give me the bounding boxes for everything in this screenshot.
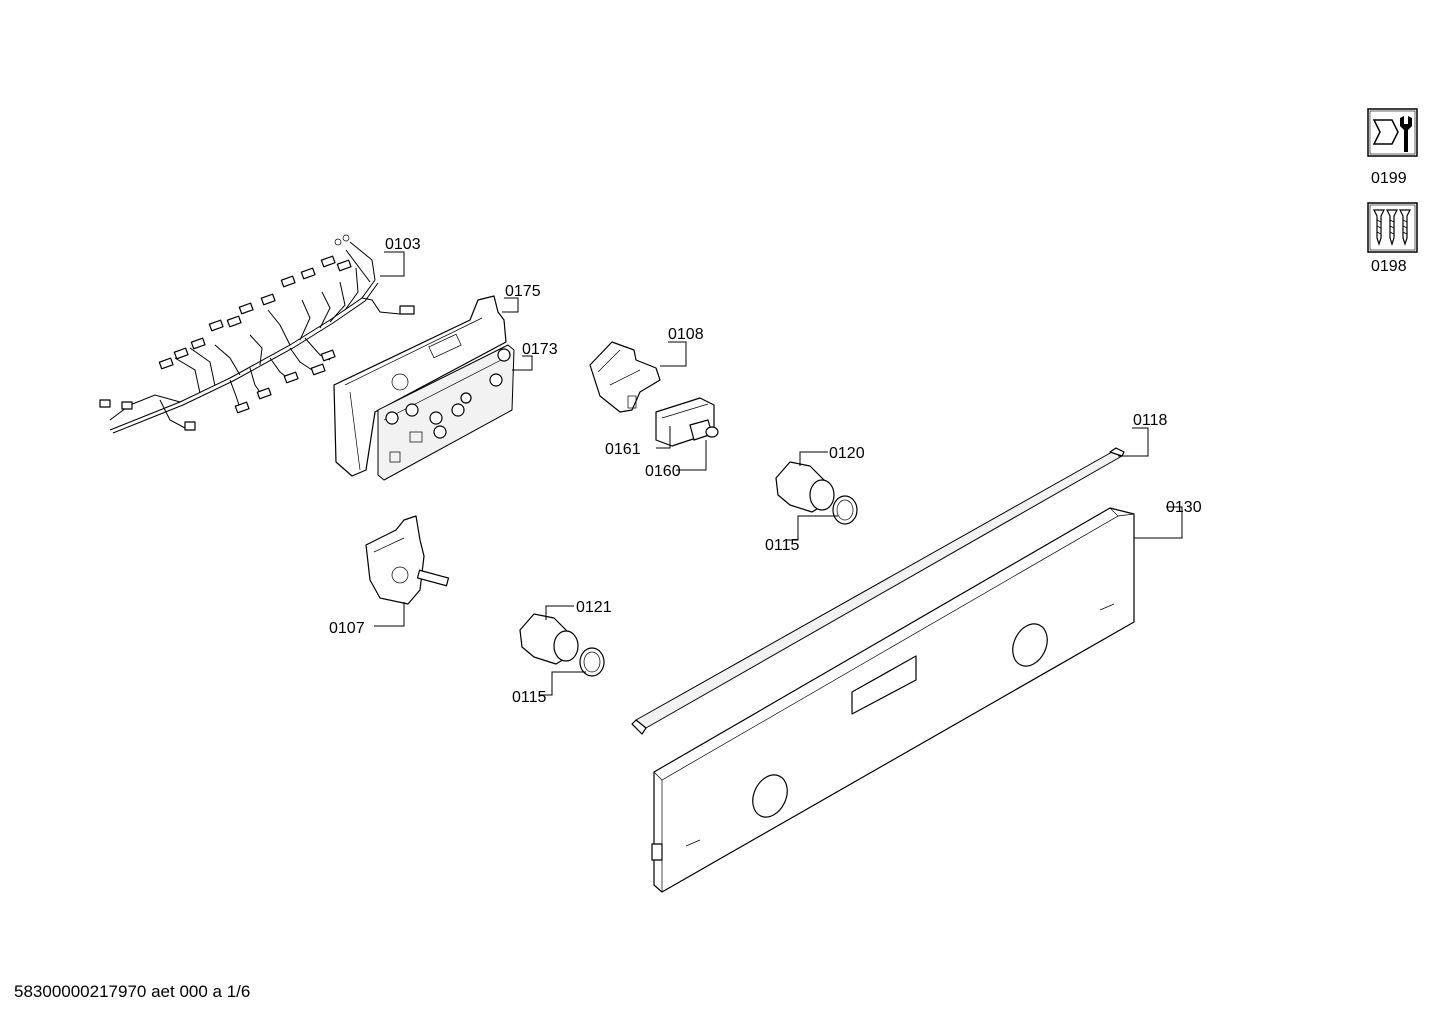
document-reference: 58300000217970 aet 000 a 1/6 [14,982,251,1001]
label-0175: 0175 [505,283,541,300]
label-0107: 0107 [329,620,365,637]
knob-housing-0120 [775,461,858,525]
label-0108: 0108 [668,326,704,343]
label-0130: 0130 [1166,499,1202,516]
wiring-harness [99,234,415,434]
label-0120: 0120 [829,445,865,462]
selector-switch [365,515,450,605]
knob-housing-0121 [519,613,605,677]
label-0115-lower: 0115 [512,689,547,706]
leader-lines [374,251,1183,696]
label-0103: 0103 [385,236,421,253]
label-0115-upper: 0115 [765,537,800,554]
switch-holder [589,341,661,413]
label-0118: 0118 [1133,412,1168,429]
control-board [377,344,515,481]
control-panel-fascia [651,507,1135,893]
label-0198: 0198 [1371,258,1407,275]
switch-small [655,397,719,447]
label-0173: 0173 [522,341,558,358]
label-0160: 0160 [645,463,681,480]
screws-icon [1367,202,1418,253]
label-0161: 0161 [605,441,641,458]
label-0121: 0121 [576,599,612,616]
control-module-bracket [333,295,507,477]
label-0199: 0199 [1371,170,1407,187]
wrench-icon [1367,108,1418,157]
